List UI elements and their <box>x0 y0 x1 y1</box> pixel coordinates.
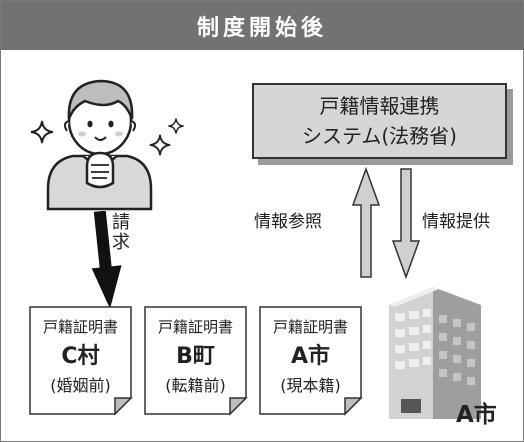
sparkle-icon <box>168 118 184 134</box>
sparkle-icon <box>149 134 171 156</box>
arrow-down-icon <box>391 168 421 279</box>
system-box-line2: システム(法務省) <box>301 124 457 148</box>
certificate-place: C村 <box>61 344 100 369</box>
sparkle-icon <box>30 120 54 144</box>
certificate-place: A市 <box>290 344 331 369</box>
certificate-title: 戸籍証明書 <box>157 318 233 336</box>
city-label: A市 <box>456 402 497 428</box>
certificate-note: (転籍前) <box>165 376 226 395</box>
system-box-line1: 戸籍情報連携 <box>319 94 440 118</box>
person-icon <box>46 79 153 211</box>
info-reference-label: 情報参照 <box>254 212 322 232</box>
office-building-icon <box>389 287 481 419</box>
arrow-down-icon <box>91 211 122 309</box>
certificate-place: B町 <box>176 344 215 369</box>
certificate-note: (現本籍) <box>280 376 341 395</box>
certificate-title: 戸籍証明書 <box>272 318 348 336</box>
info-provision-label: 情報提供 <box>422 212 490 232</box>
system-box: 戸籍情報連携 システム(法務省) <box>252 83 507 159</box>
header-banner: 制度開始後 <box>1 1 523 50</box>
certificate-title: 戸籍証明書 <box>42 318 118 336</box>
certificate-note: (婚姻前) <box>50 376 111 395</box>
request-label: 請 求 <box>112 212 130 253</box>
certificate-b-town: 戸籍証明書 B町 (転籍前) <box>144 306 255 416</box>
certificate-c-village: 戸籍証明書 C村 (婚姻前) <box>29 306 140 416</box>
certificate-a-city: 戸籍証明書 A市 (現本籍) <box>259 306 370 416</box>
arrow-up-icon <box>351 167 381 278</box>
